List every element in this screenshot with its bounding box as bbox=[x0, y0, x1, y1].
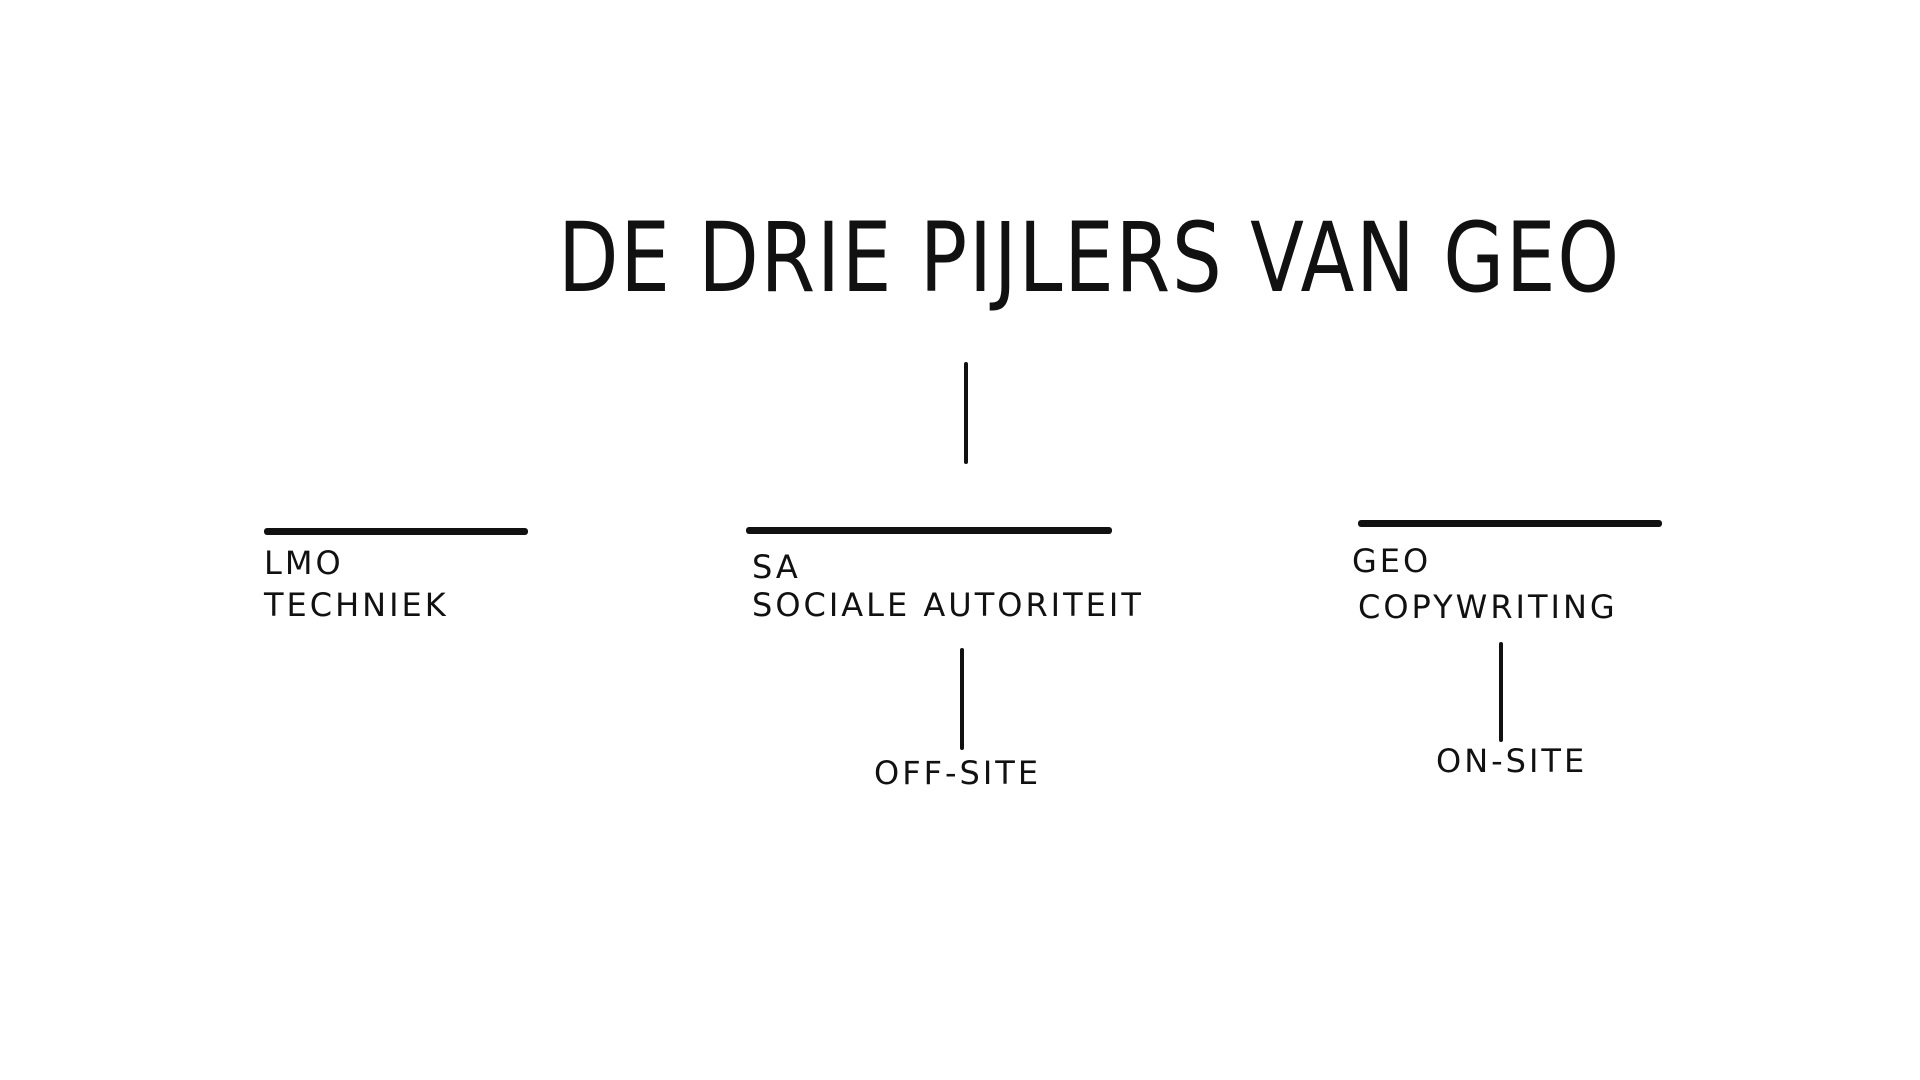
title-connector-line bbox=[964, 362, 968, 464]
pillar-sa-connector-line bbox=[960, 648, 964, 750]
pillar-sa-sub: OFF-SITE bbox=[874, 754, 1042, 792]
diagram-title: DE DRIE PIJLERS VAN GEO bbox=[558, 202, 1621, 314]
pillar-lmo-bar bbox=[264, 528, 528, 535]
pillar-lmo-code: LMO bbox=[264, 544, 344, 582]
pillar-sa-name: SOCIALE AUTORITEIT bbox=[752, 586, 1144, 624]
pillar-sa-code: SA bbox=[752, 548, 801, 586]
pillar-geo-code: GEO bbox=[1352, 542, 1432, 580]
pillar-geo-connector-line bbox=[1499, 642, 1503, 742]
pillar-geo-name: COPYWRITING bbox=[1358, 588, 1618, 626]
pillar-geo-bar bbox=[1358, 520, 1662, 527]
pillar-sa-bar bbox=[746, 527, 1112, 534]
pillar-geo-sub: ON-SITE bbox=[1436, 742, 1588, 780]
pillar-lmo-name: TECHNIEK bbox=[264, 586, 449, 624]
